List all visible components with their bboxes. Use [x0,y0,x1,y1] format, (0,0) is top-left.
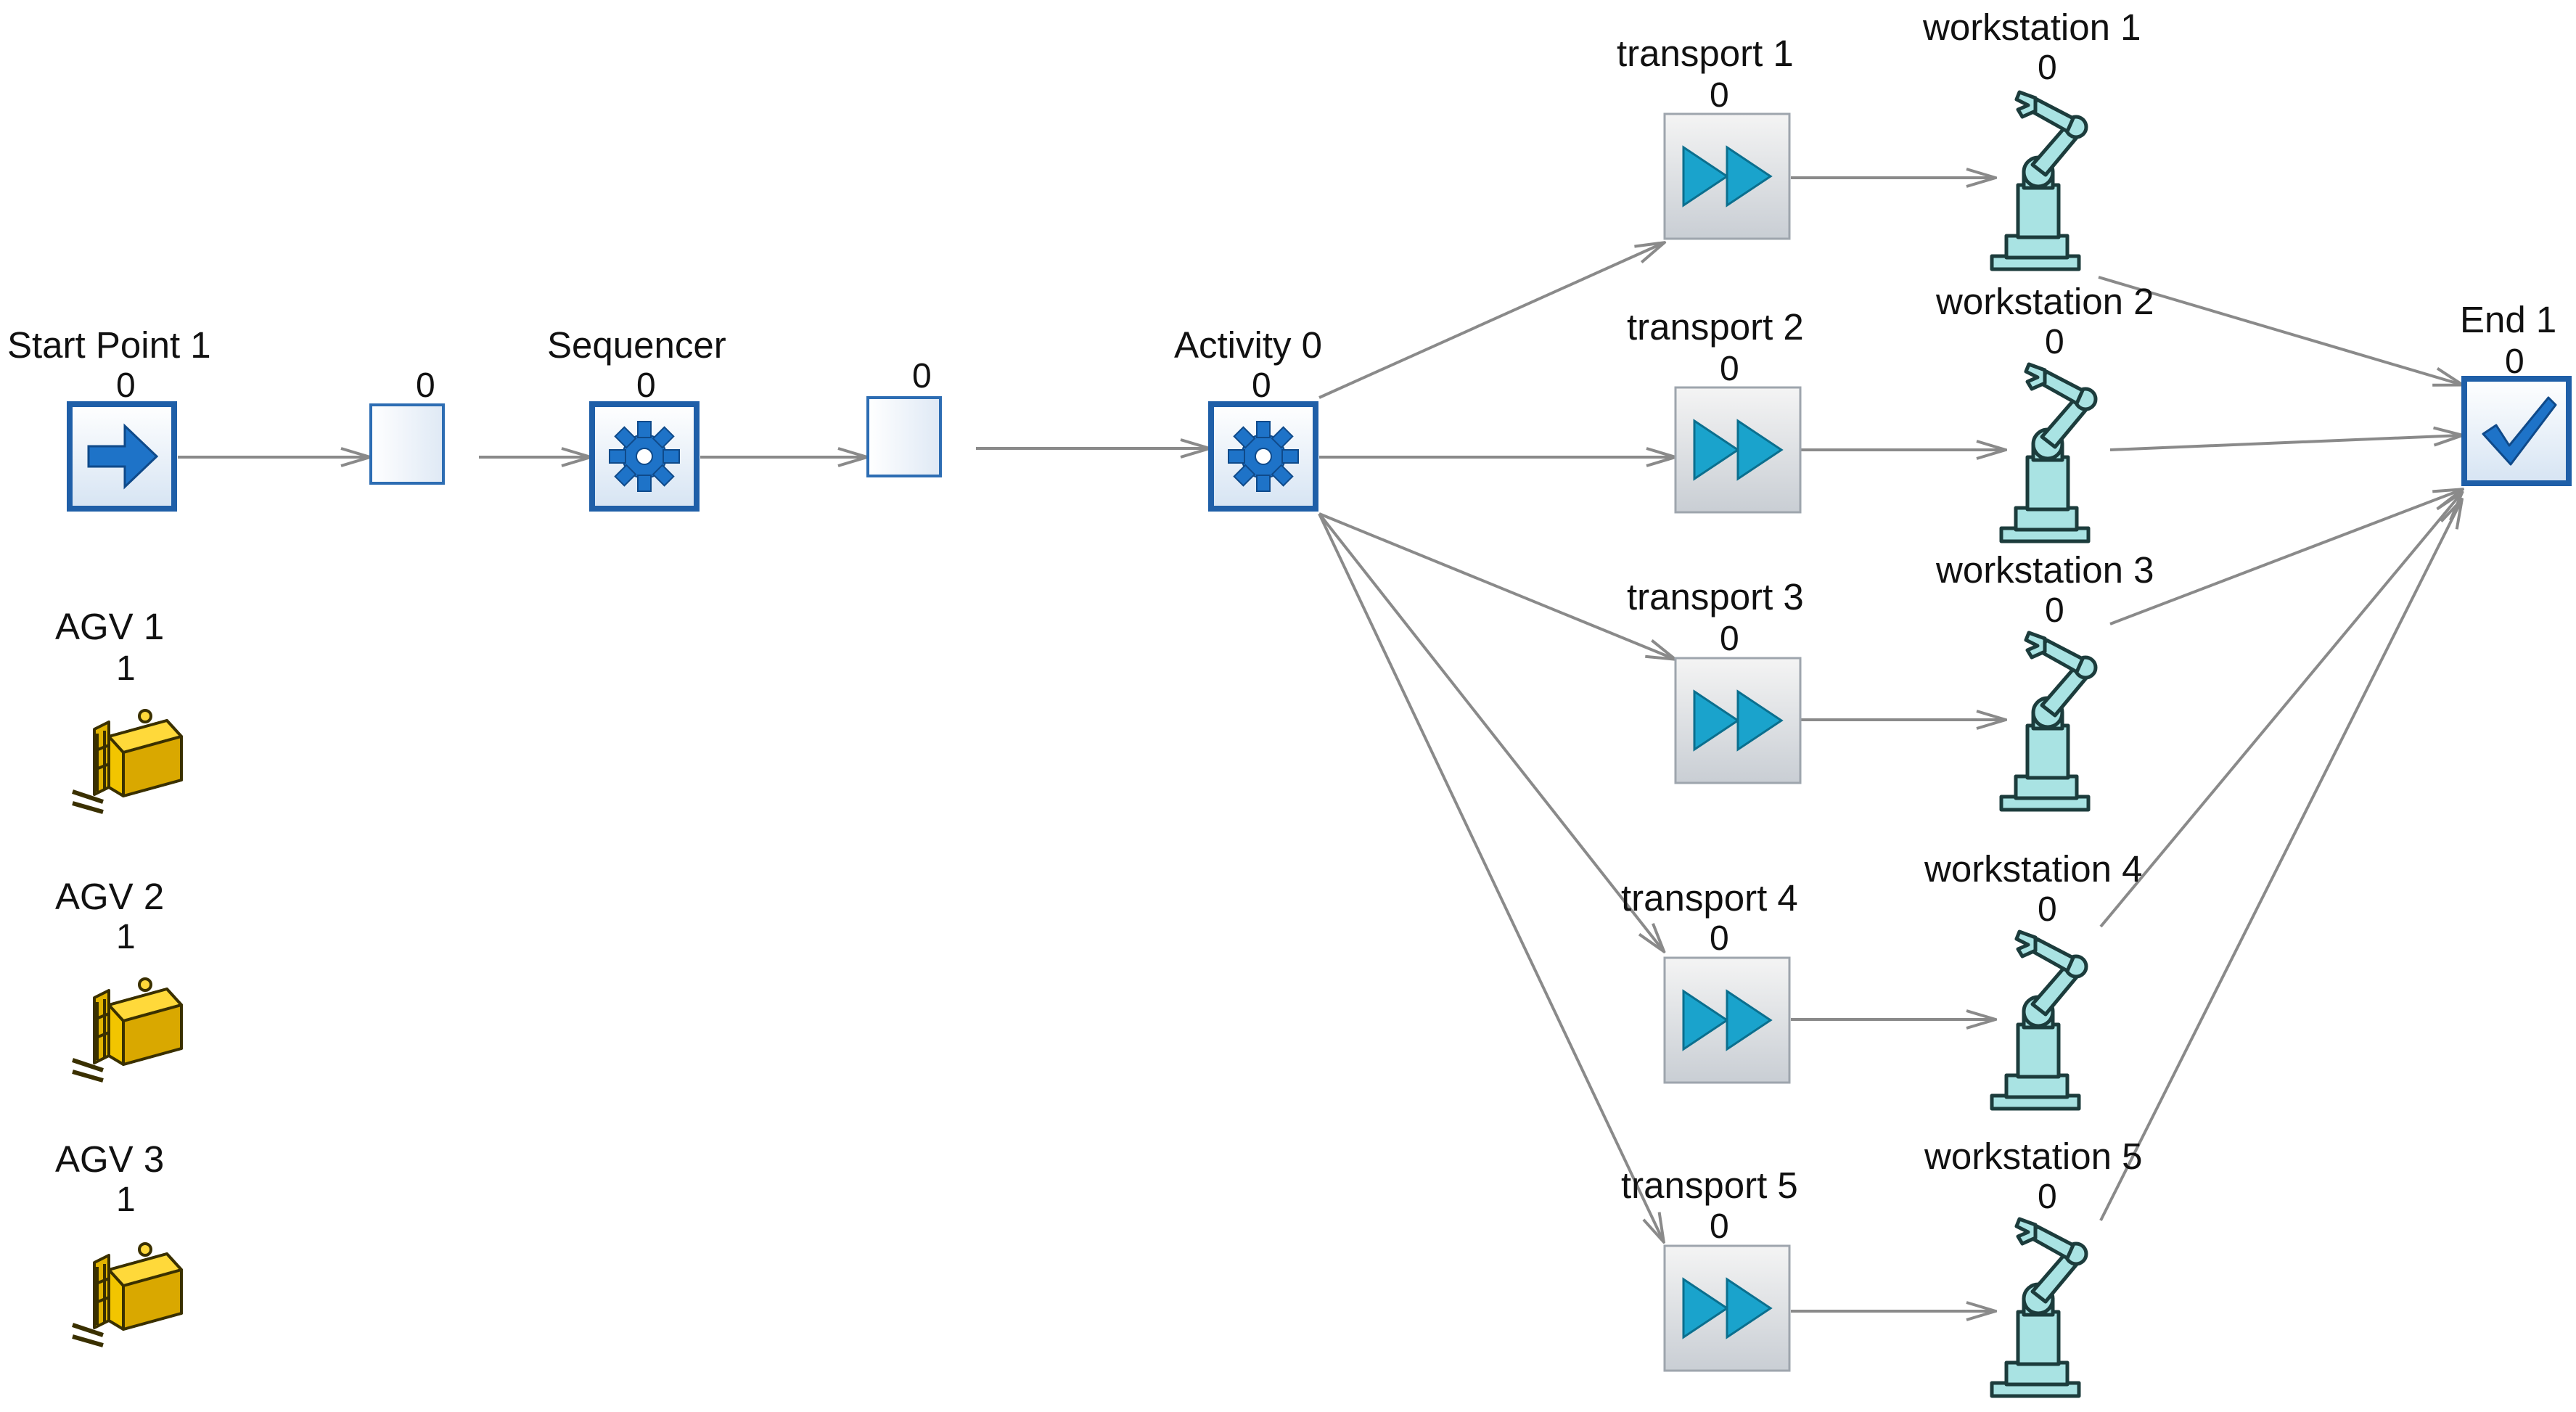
transport-1-label: transport 1 [1617,33,1794,74]
sequencer-label: Sequencer [547,324,726,366]
link-activity-transport5[interactable] [1318,513,1663,1241]
transport-1-count: 0 [1710,76,1729,115]
fast-forward-icon [1674,657,1802,784]
gear-icon [1208,401,1318,512]
robot-arm-icon [1990,90,2088,271]
activity-node[interactable] [1208,401,1318,512]
workstation-2-node[interactable] [1994,356,2110,544]
transport-1-node[interactable] [1663,112,1791,240]
end-label: End 1 [2460,299,2557,340]
fast-forward-icon [1663,956,1791,1084]
fast-forward-icon [1674,386,1802,514]
queue-2-count: 0 [912,357,932,395]
workstation-5-node[interactable] [1985,1210,2101,1399]
link-activity-transport1[interactable] [1318,243,1663,399]
robot-arm-icon [1999,362,2098,543]
queue-box-icon [866,396,942,477]
agv-3-node[interactable] [65,1234,196,1350]
forklift-icon [72,977,183,1083]
link-activity-transport4[interactable] [1318,512,1663,951]
transport-2-node[interactable] [1674,386,1802,514]
link-workstation5-end[interactable] [2099,501,2461,1221]
transport-4-count: 0 [1710,919,1729,958]
transport-2-label: transport 2 [1627,306,1804,348]
transport-5-label: transport 5 [1621,1165,1798,1206]
end-count: 0 [2505,342,2524,381]
workstation-1-node[interactable] [1985,83,2101,272]
sequencer-node[interactable] [589,401,700,512]
queue-box-icon [369,403,445,485]
agv-3-label: AGV 3 [55,1138,165,1180]
agv-3-count: 1 [116,1181,136,1219]
transport-2-count: 0 [1720,350,1739,388]
fast-forward-icon [1663,112,1791,240]
link-workstation2-end[interactable] [2109,435,2461,451]
workstation-2-count: 0 [2045,323,2064,361]
agv-2-label: AGV 2 [55,876,165,917]
sequencer-count: 0 [636,366,656,405]
start-point-count: 0 [116,366,136,405]
transport-3-count: 0 [1720,620,1739,658]
agv-1-node[interactable] [65,700,196,816]
arrow-right-icon [67,401,177,512]
forklift-icon [72,1242,183,1347]
link-activity-transport3[interactable] [1318,512,1674,659]
link-workstation1-end[interactable] [2098,276,2461,385]
activity-count: 0 [1252,366,1271,405]
agv-2-count: 1 [116,918,136,956]
transport-5-node[interactable] [1663,1244,1791,1372]
robot-arm-icon [1990,1217,2088,1398]
start-point-node[interactable] [67,401,177,512]
workstation-4-node[interactable] [1985,923,2101,1112]
workstation-2-label: workstation 2 [1936,281,2154,322]
forklift-icon [72,709,183,814]
workstation-5-count: 0 [2038,1178,2057,1216]
activity-label: Activity 0 [1174,324,1323,366]
robot-arm-icon [1990,929,2088,1111]
fast-forward-icon [1663,1244,1791,1372]
link-workstation4-end[interactable] [2099,493,2461,928]
end-node[interactable] [2461,376,2572,486]
queue-1-count: 0 [416,366,435,405]
agv-1-count: 1 [116,649,136,688]
workstation-3-node[interactable] [1994,624,2110,813]
workstation-1-label: workstation 1 [1923,7,2141,48]
workstation-3-label: workstation 3 [1936,549,2154,591]
robot-arm-icon [1999,631,2098,812]
transport-3-node[interactable] [1674,657,1802,784]
transport-3-label: transport 3 [1627,576,1804,617]
workstation-4-count: 0 [2038,890,2057,929]
workstation-1-count: 0 [2038,49,2057,87]
agv-1-label: AGV 1 [55,606,165,647]
workstation-4-label: workstation 4 [1924,848,2143,890]
link-workstation3-end[interactable] [2109,490,2461,625]
transport-5-count: 0 [1710,1207,1729,1246]
workstation-3-count: 0 [2045,591,2064,630]
checkmark-icon [2461,376,2572,486]
queue-1-node[interactable] [369,403,446,485]
transport-4-label: transport 4 [1621,877,1798,919]
queue-2-node[interactable] [866,395,943,478]
gear-icon [589,401,700,512]
agv-2-node[interactable] [65,969,196,1085]
workstation-5-label: workstation 5 [1924,1136,2143,1177]
transport-4-node[interactable] [1663,956,1791,1084]
start-point-label: Start Point 1 [7,324,211,366]
